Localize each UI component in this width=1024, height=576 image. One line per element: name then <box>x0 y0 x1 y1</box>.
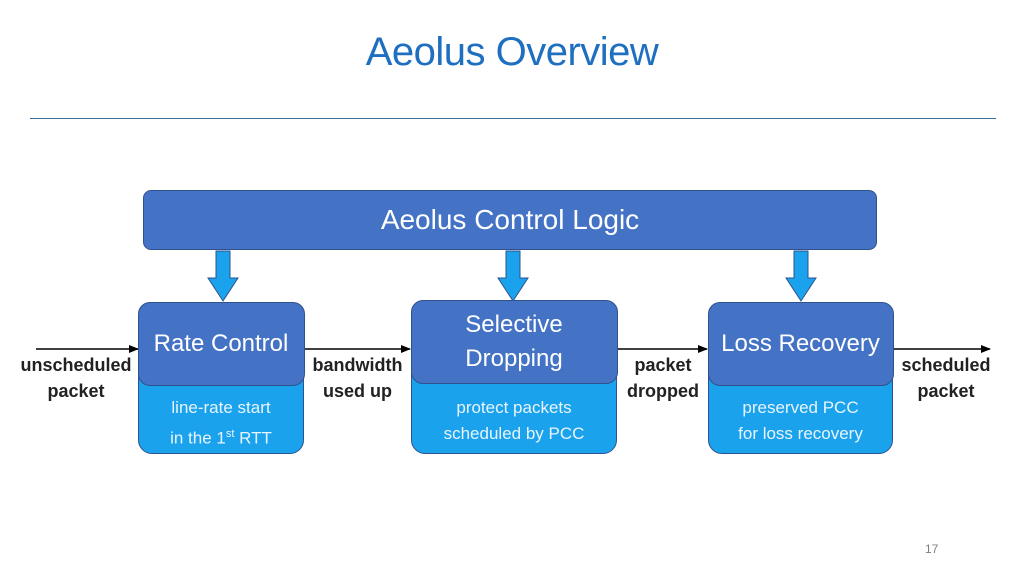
selective-dropping-desc-line1: protect packets <box>456 398 572 417</box>
loss-recovery-header: Loss Recovery <box>707 301 894 386</box>
rate-control-desc-line1: line-rate start <box>171 398 271 417</box>
down-arrow-rate-control <box>207 250 239 302</box>
loss-recovery-module: Loss Recovery preserved PCC for loss rec… <box>707 301 894 454</box>
slide-title: Aeolus Overview <box>365 30 659 74</box>
rate-control-header: Rate Control <box>137 301 305 386</box>
loss-recovery-desc-line1: preserved PCC <box>742 398 859 417</box>
selective-dropping-title-line2: Dropping <box>465 344 563 372</box>
rate-control-description: line-rate start in the 1st RTT <box>139 395 303 452</box>
loss-recovery-description: preserved PCC for loss recovery <box>709 395 892 447</box>
title-divider <box>30 118 996 119</box>
loss-recovery-desc-line2: for loss recovery <box>738 424 863 443</box>
selective-dropping-module: Selective Dropping protect packets sched… <box>410 299 618 454</box>
rate-control-module: Rate Control line-rate start in the 1st … <box>137 301 305 454</box>
rate-control-desc-line2: in the 1st RTT <box>170 428 272 448</box>
down-arrow-selective-dropping <box>497 250 529 302</box>
loss-recovery-title: Loss Recovery <box>721 329 880 357</box>
selective-dropping-title-line1: Selective <box>465 310 563 338</box>
selective-dropping-header: Selective Dropping <box>410 299 618 384</box>
control-logic-box: Aeolus Control Logic <box>143 190 877 250</box>
selective-dropping-description: protect packets scheduled by PCC <box>412 395 616 447</box>
control-logic-label: Aeolus Control Logic <box>380 204 640 235</box>
down-arrow-loss-recovery <box>785 250 817 302</box>
selective-dropping-desc-line2: scheduled by PCC <box>443 424 585 443</box>
rate-control-title: Rate Control <box>153 329 289 357</box>
page-number: 17 <box>925 542 939 556</box>
